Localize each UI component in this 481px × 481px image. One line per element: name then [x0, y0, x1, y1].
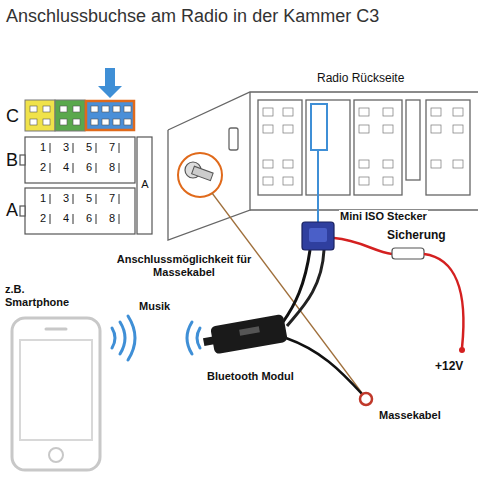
pin-number: 2 [37, 212, 49, 225]
pin-number: 2 [37, 161, 49, 174]
mini-iso-plug [302, 222, 334, 250]
pin-number: 7 [106, 192, 118, 205]
pin-ticks [50, 143, 119, 224]
callout-label: Musik [138, 300, 171, 313]
ground-wire [286, 338, 362, 394]
ring-terminal [360, 393, 372, 405]
part-name: Radio Rückseite [316, 72, 405, 86]
leader-line [212, 193, 362, 393]
smartphone-icon [12, 318, 100, 470]
red-wire [334, 238, 392, 254]
pin-number: 3 [60, 192, 72, 205]
pin-number: 8 [106, 161, 118, 174]
fuse-symbol [392, 248, 424, 259]
radio-waves [112, 316, 200, 360]
pointer-arrow [98, 68, 122, 98]
pin-number: 4 [60, 161, 72, 174]
connector-c [25, 100, 134, 131]
row-letter: C [6, 106, 19, 127]
bluetooth-module [201, 314, 288, 356]
callout-label: z.B. Smartphone [4, 283, 90, 308]
diagram-title: Anschlussbuchse am Radio in der Kammer C… [6, 6, 379, 27]
pin-number: 1 [37, 192, 49, 205]
blue-wire [317, 150, 319, 222]
callout-label: Mini ISO Stecker [339, 210, 428, 223]
pin-number: 6 [83, 161, 95, 174]
radio-housing [168, 92, 478, 240]
row-letter: A [139, 178, 151, 191]
pin-number: 3 [60, 141, 72, 154]
callout-label: Bluetooth Modul [206, 370, 295, 383]
callout-label: Massekabel [378, 409, 442, 422]
row-letter: B [6, 150, 18, 171]
pin-number: 5 [83, 141, 95, 154]
row-letter: A [6, 200, 18, 221]
black-wire [287, 250, 324, 326]
black-wire [283, 250, 310, 322]
callout-label: +12V [434, 360, 464, 374]
pin-number: 4 [60, 212, 72, 225]
red-wire [424, 254, 463, 348]
callout-label: Sicherung [386, 229, 447, 243]
ground-bolt [178, 153, 222, 197]
radio-pins [263, 108, 463, 185]
pin-number: 5 [83, 192, 95, 205]
pin-number: 7 [106, 141, 118, 154]
pin-number: 6 [83, 212, 95, 225]
callout-label: Anschlussmöglichkeit für Massekabel [112, 253, 256, 278]
radio-slot [311, 104, 327, 150]
pin-number: 8 [106, 212, 118, 225]
pin-number: 1 [37, 141, 49, 154]
connector-ab [20, 137, 152, 234]
